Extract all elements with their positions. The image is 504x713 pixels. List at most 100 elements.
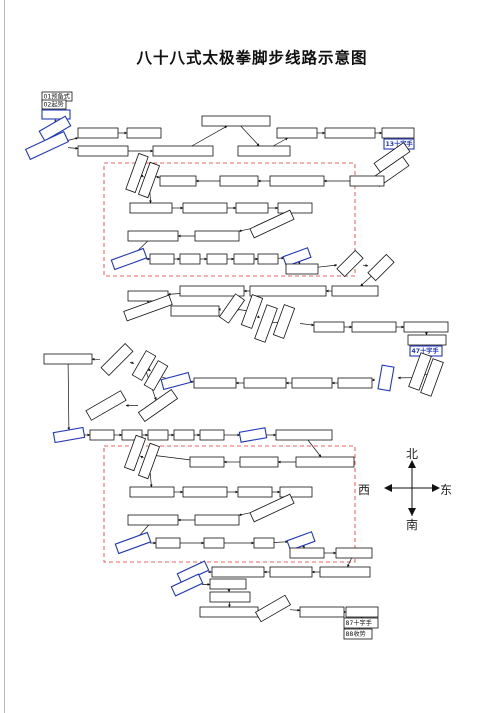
step-node xyxy=(114,531,152,555)
step-node-label: 88收势 xyxy=(346,630,366,638)
route-arrow xyxy=(140,455,144,459)
step-node xyxy=(345,606,379,618)
step-node-box xyxy=(237,486,273,498)
step-node-box xyxy=(173,429,195,441)
route-arrows xyxy=(49,118,432,630)
route-arrow xyxy=(273,540,289,544)
step-node-box xyxy=(249,285,327,297)
step-node-box xyxy=(43,353,93,365)
step-node xyxy=(152,145,214,157)
step-node-box xyxy=(38,115,72,142)
step-node xyxy=(269,175,325,187)
step-node xyxy=(237,145,291,157)
step-node xyxy=(89,429,115,441)
step-node-box xyxy=(219,175,259,187)
step-node xyxy=(237,486,273,498)
step-node xyxy=(85,390,127,421)
step-node-box xyxy=(276,127,318,139)
step-node-box xyxy=(125,152,149,194)
step-node-box xyxy=(41,99,67,110)
step-node xyxy=(249,209,295,239)
step-node xyxy=(147,429,169,441)
step-node-box xyxy=(123,434,147,472)
step-node-box xyxy=(420,358,444,397)
step-node-box xyxy=(182,486,228,498)
compass-rose xyxy=(384,460,440,516)
route-arrow xyxy=(67,146,79,150)
step-node-box xyxy=(170,305,220,317)
step-node-box xyxy=(275,429,333,441)
step-node xyxy=(285,263,319,275)
step-node-box xyxy=(289,547,325,559)
dashed-regions xyxy=(103,162,356,563)
step-node xyxy=(199,429,225,441)
step-node xyxy=(129,202,173,214)
step-node xyxy=(203,537,225,549)
step-node-box xyxy=(182,202,228,214)
step-node-box xyxy=(249,493,295,523)
step-node xyxy=(349,175,385,187)
step-node-box xyxy=(137,388,179,423)
step-node xyxy=(324,127,376,139)
north-arrow-icon xyxy=(408,460,416,468)
step-node-box xyxy=(313,321,345,333)
step-node-box xyxy=(143,360,169,391)
step-node-box xyxy=(121,429,143,441)
step-node-box xyxy=(89,429,115,441)
step-node-box xyxy=(160,371,192,391)
step-node xyxy=(170,573,204,597)
step-node-box xyxy=(272,304,296,339)
step-node-box xyxy=(100,343,134,376)
step-node: 88收势 xyxy=(343,628,373,640)
step-node-box xyxy=(343,617,379,629)
step-node-label: 01预备式 xyxy=(44,93,70,101)
step-node-box xyxy=(209,578,247,590)
step-node-box xyxy=(152,145,214,157)
page-title: 八十八式太极拳脚步线路示意图 xyxy=(136,48,368,67)
step-node-box xyxy=(337,377,373,389)
step-node-box xyxy=(129,202,173,214)
step-node-box xyxy=(291,377,333,389)
step-node-box xyxy=(170,573,204,597)
step-node-box xyxy=(155,537,181,549)
step-node-box xyxy=(199,606,259,618)
step-node-box xyxy=(85,390,127,421)
step-node-box xyxy=(129,486,175,498)
step-node-box xyxy=(269,566,313,578)
step-node-box xyxy=(343,628,373,640)
step-node xyxy=(420,358,444,397)
step-node-box xyxy=(179,285,245,297)
step-node-box xyxy=(324,127,376,139)
step-node xyxy=(201,115,271,127)
step-node xyxy=(24,130,70,161)
step-node-box xyxy=(110,247,148,271)
step-node-box xyxy=(218,293,246,324)
route-arrow xyxy=(238,512,251,517)
step-node-box xyxy=(126,127,162,139)
step-node xyxy=(257,253,279,265)
step-node-box xyxy=(407,334,447,346)
step-node xyxy=(189,456,225,468)
step-node-box xyxy=(349,175,385,187)
step-node-box xyxy=(52,426,86,444)
route-arrow xyxy=(151,454,191,461)
step-node-box xyxy=(211,566,265,578)
step-node xyxy=(253,537,275,549)
step-node xyxy=(269,566,313,578)
step-node xyxy=(276,127,318,139)
step-node-box xyxy=(235,202,269,214)
step-node-box xyxy=(367,253,395,282)
step-node: 02起势 xyxy=(41,99,67,110)
repeat-section-region xyxy=(103,445,356,563)
east-arrow-icon xyxy=(432,484,440,492)
step-node xyxy=(126,127,162,139)
step-node xyxy=(381,127,415,139)
route-arrow xyxy=(256,315,260,319)
route-arrow xyxy=(307,439,322,458)
step-node-box xyxy=(336,249,364,278)
route-arrow xyxy=(155,175,161,179)
route-arrow xyxy=(67,137,79,141)
step-node-box xyxy=(77,127,119,139)
step-node xyxy=(123,434,147,472)
route-arrow xyxy=(67,363,71,431)
